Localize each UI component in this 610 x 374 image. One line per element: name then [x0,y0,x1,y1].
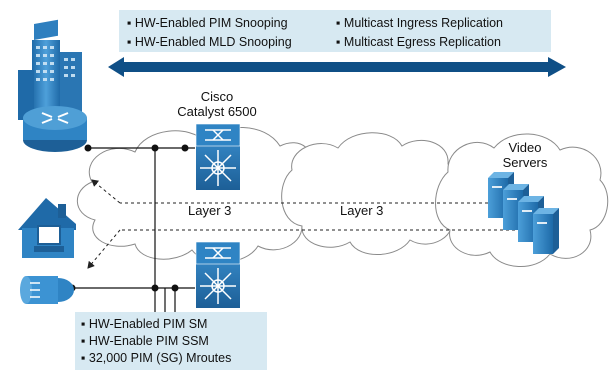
switch-label-line2: Catalyst 6500 [177,104,257,119]
feature-ingress-replication: ▪ Multicast Ingress Replication [336,16,503,30]
cloud-label-middle: Layer 3 [340,203,383,218]
office-building-icon [18,19,82,120]
cloud-label-left: Layer 3 [188,203,231,218]
multicast-flow-lines [87,179,545,269]
feature-pim-snooping: ▪ HW-Enabled PIM Snooping [127,16,288,30]
switch-label-line1: Cisco [201,89,234,104]
router-icon [23,106,87,152]
home-router-icon [20,276,74,304]
capability-pim-sm: ▪ HW-Enabled PIM SM [81,317,207,331]
capabilities-box: ▪ HW-Enabled PIM SM ▪ HW-Enable PIM SSM … [75,312,267,370]
pc-icon [34,225,64,252]
multicast-direction-arrow [108,57,566,77]
feature-mld-snooping: ▪ HW-Enabled MLD Snooping [127,35,292,49]
servers-label-line2: Servers [503,155,548,170]
video-servers-icon [488,172,559,254]
feature-egress-replication: ▪ Multicast Egress Replication [336,35,501,49]
servers-label-line1: Video [508,140,541,155]
features-box: ▪ HW-Enabled PIM Snooping ▪ HW-Enabled M… [119,10,551,52]
flow-arrow-to-home [87,229,121,269]
capability-pim-ssm: ▪ HW-Enable PIM SSM [81,334,209,348]
flow-arrow-to-office [91,179,121,204]
capability-mroutes: ▪ 32,000 PIM (SG) Mroutes [81,351,231,365]
catalyst-switch-top-icon [195,123,241,190]
catalyst-switch-bottom-icon [195,241,241,308]
